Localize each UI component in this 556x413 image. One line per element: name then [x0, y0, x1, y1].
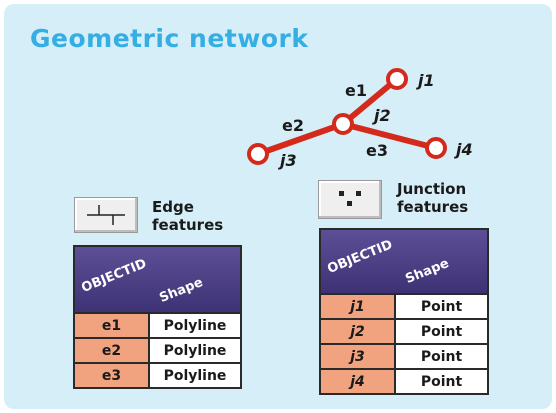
junction-j4-label: j4: [453, 140, 473, 159]
junction-j2-node: [332, 113, 354, 135]
edge-e3-label: e3: [366, 141, 388, 160]
edge-features-label: Edge features: [152, 198, 224, 234]
objectid-cell: j3: [321, 345, 394, 368]
junction-j3-label: j3: [277, 151, 297, 170]
edge-icon: [74, 197, 138, 233]
junction-icon: [318, 180, 382, 219]
shape-cell: Point: [396, 345, 487, 368]
objectid-cell: j4: [321, 370, 394, 393]
edge-table-header: OBJECTID Shape: [75, 247, 240, 312]
table-row: j3 Point: [321, 345, 487, 368]
edge-e1-line: [340, 76, 400, 127]
shape-cell: Polyline: [150, 314, 240, 337]
edge-e3-line: [340, 121, 439, 151]
table-row: e2 Polyline: [75, 339, 240, 362]
junction-j2-label: j2: [371, 106, 391, 125]
table-row: j4 Point: [321, 370, 487, 393]
shape-cell: Point: [396, 370, 487, 393]
edge-e1-label: e1: [345, 81, 367, 100]
shape-cell: Point: [396, 295, 487, 318]
table-row: e1 Polyline: [75, 314, 240, 337]
junction-feature-table: OBJECTID Shape j1 Point j2 Point j3 Poin…: [319, 228, 489, 395]
edge-feature-table: OBJECTID Shape e1 Polyline e2 Polyline e…: [73, 245, 242, 389]
junction-table-objectid-header: OBJECTID: [325, 237, 395, 277]
objectid-cell: e3: [75, 364, 148, 387]
junction-j1-label: j1: [415, 71, 435, 90]
objectid-cell: j1: [321, 295, 394, 318]
shape-cell: Polyline: [150, 364, 240, 387]
objectid-cell: e2: [75, 339, 148, 362]
edge-table-shape-header: Shape: [157, 275, 206, 306]
junction-j4-node: [425, 137, 447, 159]
table-row: e3 Polyline: [75, 364, 240, 387]
table-row: j1 Point: [321, 295, 487, 318]
junction-j1-node: [386, 68, 408, 90]
table-row: j2 Point: [321, 320, 487, 343]
edge-e2-line: [255, 121, 346, 157]
shape-cell: Point: [396, 320, 487, 343]
objectid-cell: e1: [75, 314, 148, 337]
objectid-cell: j2: [321, 320, 394, 343]
shape-cell: Polyline: [150, 339, 240, 362]
junction-table-shape-header: Shape: [403, 256, 452, 287]
edge-e2-label: e2: [282, 116, 304, 135]
junction-j3-node: [247, 143, 269, 165]
figure-title: Geometric network: [30, 24, 309, 53]
edge-table-objectid-header: OBJECTID: [79, 256, 149, 296]
junction-features-label: Junction features: [397, 180, 469, 216]
junction-table-header: OBJECTID Shape: [321, 230, 487, 293]
